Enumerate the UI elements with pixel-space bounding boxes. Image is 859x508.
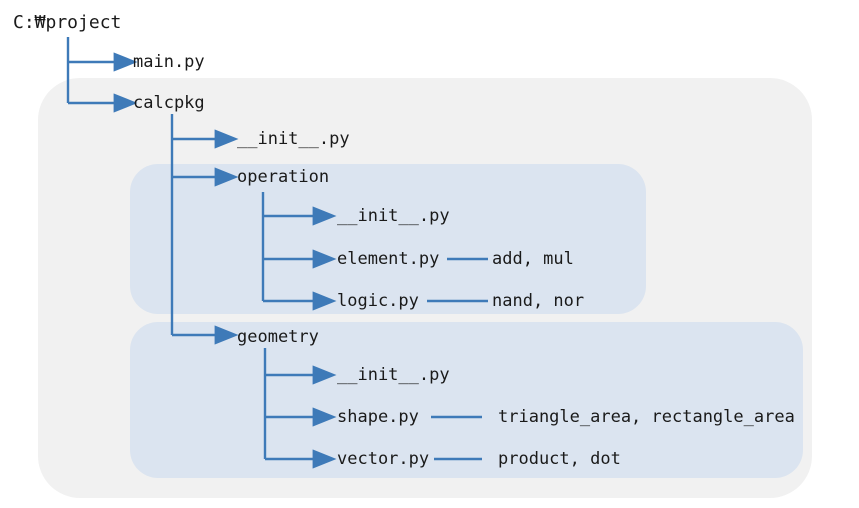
node-label-calcpkg-init: __init__.py bbox=[237, 129, 350, 149]
node-label-operation-init: __init__.py bbox=[337, 206, 450, 226]
node-functions-shape: triangle_area, rectangle_area bbox=[498, 407, 795, 427]
node-label-geometry-init: __init__.py bbox=[337, 365, 450, 385]
node-label-operation: operation bbox=[237, 167, 330, 187]
node-label-root: C:₩project bbox=[13, 12, 122, 33]
node-functions-logic: nand, nor bbox=[492, 291, 585, 311]
geometry-package-box bbox=[130, 322, 803, 478]
node-label-element-py: element.py bbox=[337, 249, 440, 269]
operation-package-box bbox=[130, 164, 646, 314]
node-label-vector-py: vector.py bbox=[337, 449, 430, 469]
node-label-shape-py: shape.py bbox=[337, 407, 419, 427]
node-label-geometry: geometry bbox=[237, 327, 319, 347]
node-functions-element: add, mul bbox=[492, 249, 574, 269]
node-label-logic-py: logic.py bbox=[337, 291, 419, 311]
node-label-calcpkg: calcpkg bbox=[133, 93, 205, 113]
node-label-main-py: main.py bbox=[133, 52, 205, 72]
node-functions-vector: product, dot bbox=[498, 449, 621, 469]
